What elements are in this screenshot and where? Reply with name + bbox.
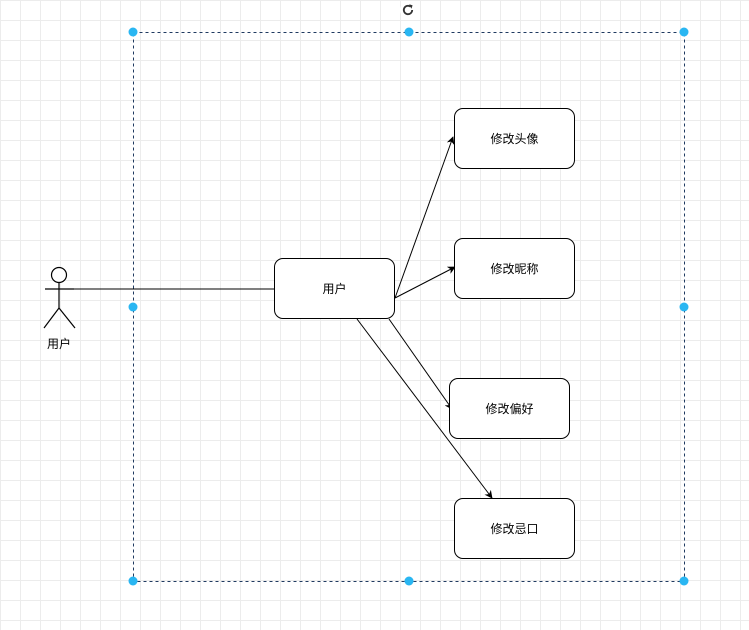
rotate-icon[interactable] — [399, 1, 417, 19]
node-modify-nickname[interactable]: 修改昵称 — [454, 238, 575, 299]
arrow-to-taboo[interactable] — [356, 318, 493, 499]
arrow-to-nickname[interactable] — [394, 266, 456, 299]
handle-bottom-left[interactable] — [128, 576, 138, 586]
actor-figure[interactable] — [43, 266, 76, 329]
actor-right-leg — [58, 307, 76, 329]
actor-label: 用户 — [46, 337, 71, 351]
handle-top-left[interactable] — [128, 27, 138, 37]
resize-handles[interactable] — [128, 27, 689, 586]
handle-top-right[interactable] — [679, 27, 689, 37]
selection-boundary[interactable] — [133, 32, 685, 582]
node-modify-avatar[interactable]: 修改头像 — [454, 108, 575, 169]
arrow-to-preference[interactable] — [388, 318, 453, 410]
actor-left-leg — [43, 307, 60, 329]
handle-bottom-right[interactable] — [679, 576, 689, 586]
actor-head — [50, 266, 68, 284]
node-modify-preference[interactable]: 修改偏好 — [449, 378, 570, 439]
arrow-to-avatar[interactable] — [394, 136, 455, 299]
handle-middle-right[interactable] — [679, 302, 689, 312]
handle-bottom-center[interactable] — [404, 576, 414, 586]
handle-middle-left[interactable] — [128, 302, 138, 312]
node-user[interactable]: 用户 — [274, 258, 395, 319]
handle-top-center[interactable] — [404, 27, 414, 37]
node-modify-taboo[interactable]: 修改忌口 — [454, 498, 575, 559]
